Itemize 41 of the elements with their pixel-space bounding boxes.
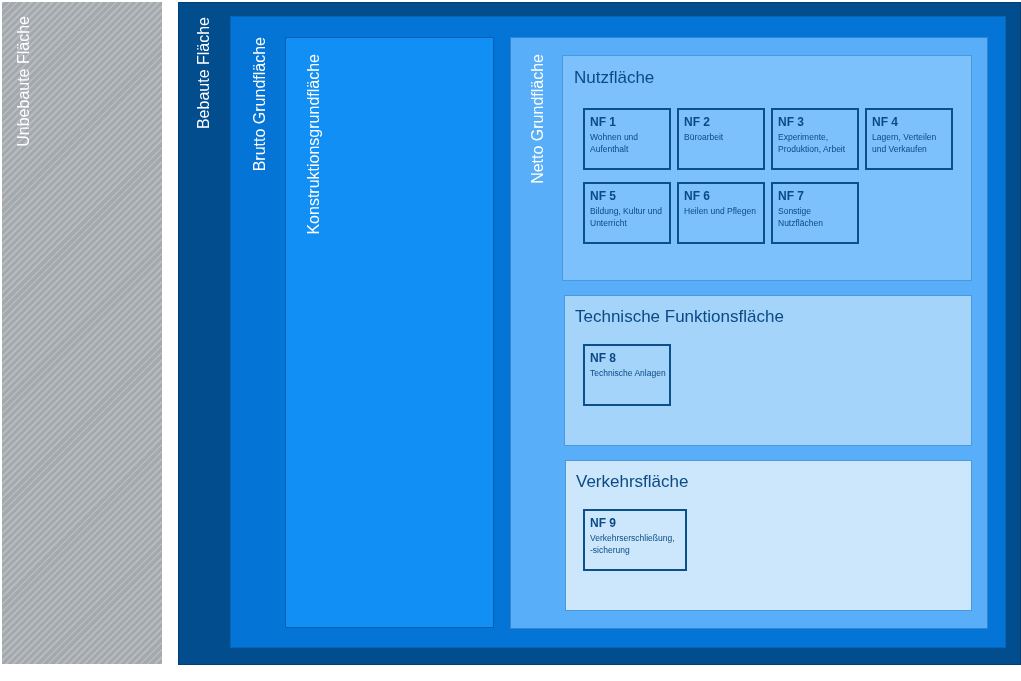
category-box: [677, 108, 765, 170]
category-code: NF 8: [590, 351, 616, 365]
area-title: Bebaute Fläche: [195, 17, 213, 130]
area-title: Brutto Grundfläche: [251, 37, 269, 172]
category-code: NF 9: [590, 516, 616, 530]
category-box: [677, 182, 765, 244]
area-title: Verkehrsfläche: [576, 472, 689, 492]
area-box: [510, 37, 988, 629]
category-code: NF 3: [778, 115, 804, 129]
category-box: [583, 182, 671, 244]
category-code: NF 5: [590, 189, 616, 203]
category-description: Lagern, Verteilen und Verkaufen: [872, 131, 938, 155]
area-title: Konstruktionsgrundfläche: [305, 54, 323, 235]
category-description: Bildung, Kultur und Unterricht: [590, 205, 663, 229]
category-box: [583, 509, 687, 571]
category-description: Technische Anlagen: [590, 367, 666, 379]
area-box: [564, 295, 972, 446]
category-description: Sonstige Nutzflächen: [778, 205, 824, 229]
area-title: Technische Funktionsfläche: [575, 307, 784, 327]
category-code: NF 1: [590, 115, 616, 129]
area-box: [2, 2, 162, 664]
area-title: Unbebaute Fläche: [15, 16, 33, 147]
category-description: Wohnen und Aufenthalt: [590, 131, 640, 155]
category-description: Verkehrserschließung, -sicherung: [590, 532, 676, 556]
category-description: Experimente, Produktion, Arbeit: [778, 131, 847, 155]
category-description: Heilen und Pflegen: [684, 205, 757, 217]
category-box: [583, 108, 671, 170]
area-box: [285, 37, 494, 628]
area-box: [565, 460, 972, 611]
category-code: NF 4: [872, 115, 898, 129]
category-code: NF 6: [684, 189, 710, 203]
category-code: NF 2: [684, 115, 710, 129]
category-box: [865, 108, 953, 170]
category-code: NF 7: [778, 189, 804, 203]
category-box: [583, 344, 671, 406]
category-box: [771, 108, 859, 170]
category-box: [771, 182, 859, 244]
category-description: Büroarbeit: [684, 131, 725, 143]
area-box: [562, 55, 972, 281]
area-title: Netto Grundfläche: [529, 54, 547, 184]
area-title: Nutzfläche: [574, 68, 655, 88]
